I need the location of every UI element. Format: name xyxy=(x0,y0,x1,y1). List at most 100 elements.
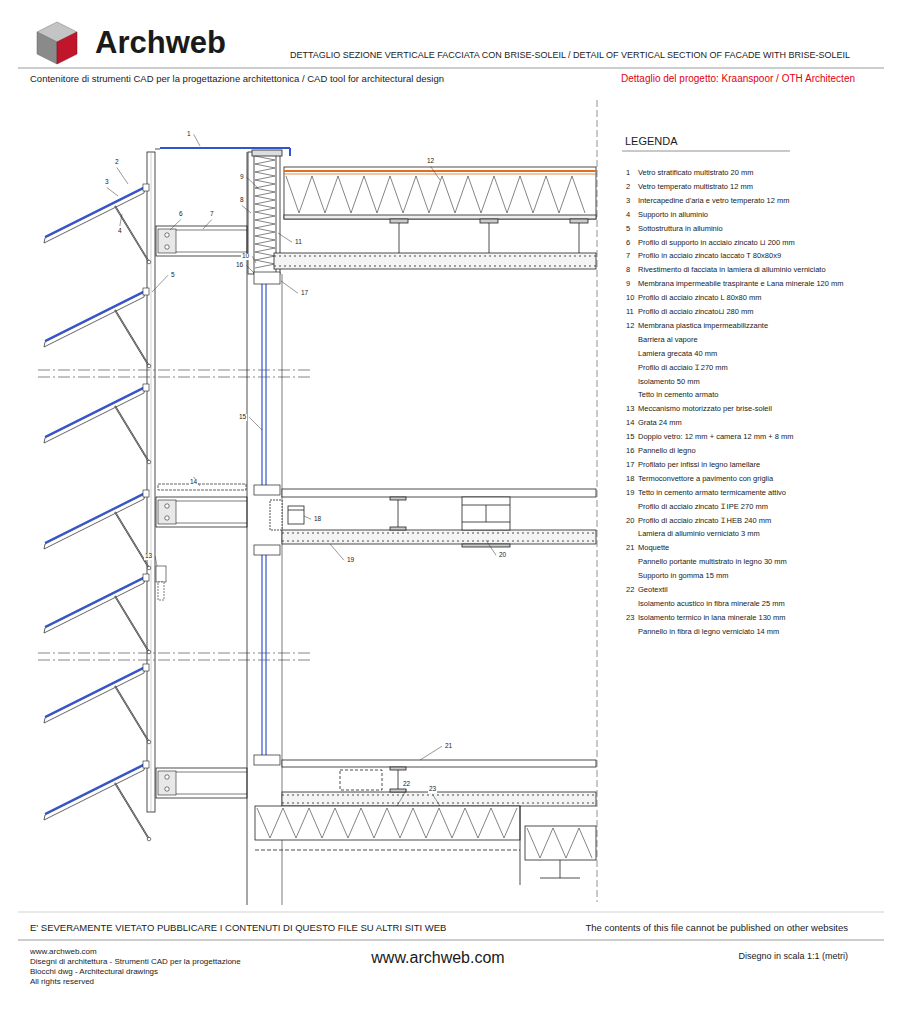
footer-note: The contents of this file cannot be publ… xyxy=(586,923,848,933)
drawing-line xyxy=(289,148,291,156)
legend-text: Profilo di acciaio zincato Ɪ HEB 240 mm xyxy=(638,517,771,525)
drawing-rect xyxy=(282,530,596,544)
drawing-line xyxy=(115,686,149,742)
drawing-rect xyxy=(255,806,520,840)
legend-number: 14 xyxy=(626,419,634,427)
grate xyxy=(158,484,246,490)
callout-number: 8 xyxy=(239,197,245,204)
footer-note: Disegni di architettura - Strumenti CAD … xyxy=(30,958,241,966)
drawing-circle xyxy=(165,504,169,508)
leader-line xyxy=(433,795,440,807)
drawing-path xyxy=(527,828,592,858)
footer-note: All rights reserved xyxy=(30,978,94,986)
drawing-line xyxy=(265,555,266,755)
drawing-polygon xyxy=(44,388,145,443)
drawing-line xyxy=(115,596,149,652)
legend-number: 22 xyxy=(626,586,634,594)
drawing-circle xyxy=(147,260,151,264)
logo-cube xyxy=(37,22,77,64)
header-rule xyxy=(18,68,884,69)
callout-number: 4 xyxy=(117,228,123,235)
legend-text: Membrana plastica impermeabilizzante xyxy=(638,322,768,330)
drawing-line xyxy=(284,174,596,175)
drawing-rect xyxy=(390,527,406,530)
drawing-rect xyxy=(282,760,596,767)
callout-number: 21 xyxy=(444,743,453,750)
legend-text: Vetro stratificato multistrato 20 mm xyxy=(638,169,753,177)
drawing-rect xyxy=(284,167,596,219)
callout-number: 18 xyxy=(313,516,322,523)
legend-text: Lamiera di alluminio verniciato 3 mm xyxy=(638,530,760,538)
legend-number: 1 xyxy=(626,169,630,177)
drawing-polygon xyxy=(57,32,77,64)
footer-link: www.archweb.com xyxy=(371,950,504,966)
steel-profile xyxy=(156,226,247,256)
leader-line xyxy=(304,516,311,519)
insulation-zigzag xyxy=(255,156,275,268)
drawing-line xyxy=(176,772,247,773)
drawing-line xyxy=(399,223,400,253)
drawing-line xyxy=(115,512,149,568)
drawing-line xyxy=(115,596,149,652)
drawing-polygon xyxy=(44,188,145,243)
legend-text: Pannello portante multistrato in legno 3… xyxy=(638,558,787,566)
leader-line xyxy=(278,233,292,242)
leader-lines xyxy=(107,134,496,806)
bottom-floor xyxy=(255,760,596,885)
aluminium-post xyxy=(147,152,155,812)
drawing-rect xyxy=(390,497,406,500)
break-line xyxy=(38,370,312,660)
callout-number: 19 xyxy=(346,557,355,564)
drawing-line xyxy=(274,266,596,267)
drawing-polygon xyxy=(44,292,145,347)
drawing-line xyxy=(261,284,262,485)
leader-line xyxy=(246,265,254,273)
callout-number: 9 xyxy=(239,174,245,181)
drawing-line xyxy=(398,500,399,527)
drawing-line xyxy=(115,686,149,742)
drawing-line xyxy=(489,223,490,253)
callout-number: 22 xyxy=(402,781,411,788)
leader-line xyxy=(242,206,251,214)
legend-number: 5 xyxy=(626,225,630,233)
callout-number: 14 xyxy=(189,479,198,486)
legend-text: Sottostruttura in alluminio xyxy=(638,225,723,233)
legend-text: Geotextil xyxy=(638,586,668,594)
legend-number: 6 xyxy=(626,239,630,247)
drawing-polygon xyxy=(44,494,145,549)
legend-number: 10 xyxy=(626,294,634,302)
drawing-path xyxy=(286,176,585,213)
legend-number: 8 xyxy=(626,266,630,274)
legend-number: 4 xyxy=(626,211,630,219)
leader-line xyxy=(170,220,181,231)
legend-text: Profilo di acciaio zincato L 80x80 mm xyxy=(638,294,762,302)
drawing-circle xyxy=(165,245,169,249)
leader-line xyxy=(431,167,440,181)
drawing-rect xyxy=(254,545,280,555)
cut-line xyxy=(597,100,598,902)
drawing-rect xyxy=(254,485,280,495)
legend-text: Profilo in acciaio zincato laccato T 80x… xyxy=(638,252,781,260)
drawing-rect xyxy=(147,152,155,812)
legend-number: 18 xyxy=(626,475,634,483)
leader-line xyxy=(194,134,200,146)
drawing-rect xyxy=(143,288,149,295)
legend-number: 11 xyxy=(626,308,634,316)
drawing-rect xyxy=(284,215,596,219)
drawing-circle xyxy=(165,516,169,520)
louver xyxy=(44,288,151,368)
callout-number: 16 xyxy=(235,262,244,269)
drawing-path xyxy=(257,808,517,838)
brand-name: Archweb xyxy=(95,27,226,58)
drawing-line xyxy=(255,850,520,851)
project-credit: Dettaglio del progetto: Kraanspoor / OTH… xyxy=(621,74,855,84)
subtitle: Contenitore di strumenti CAD per la prog… xyxy=(30,74,444,84)
drawing-rect xyxy=(254,272,280,284)
leader-line xyxy=(420,746,442,760)
callout-number: 12 xyxy=(426,158,435,165)
drawing-line xyxy=(176,794,247,795)
drawing-line xyxy=(115,206,149,262)
louver-group xyxy=(44,184,151,841)
drawing-circle xyxy=(165,775,169,779)
